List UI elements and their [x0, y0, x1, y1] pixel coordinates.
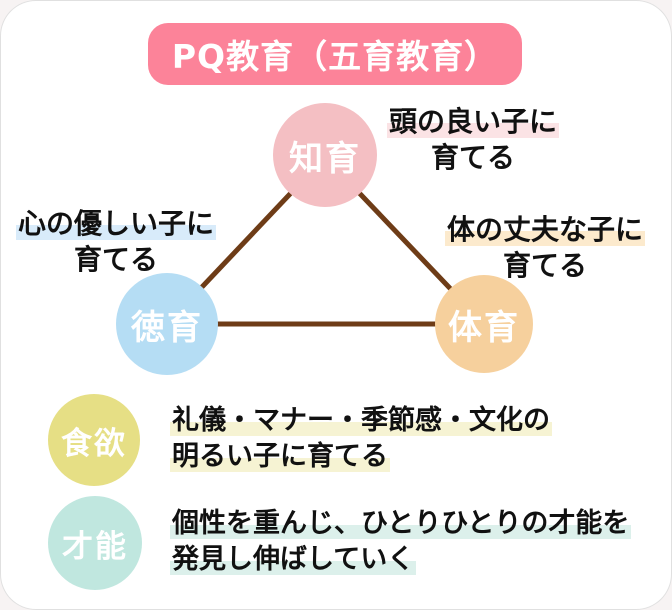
desc-tokuiku: 心の優しい子に 育てる: [10, 206, 222, 278]
desc-chiiku: 頭の良い子に 育てる: [368, 104, 578, 176]
desc-shokuyoku: 礼儀・マナー・季節感・文化の 明るい子に育てる: [170, 403, 640, 475]
desc-taiiku-line2: 育てる: [502, 249, 587, 282]
desc-shokuyoku-line2: 明るい子に育てる: [170, 441, 390, 472]
title-badge: PQ教育（五育教育）: [148, 23, 522, 85]
desc-chiiku-line2: 育てる: [430, 141, 515, 174]
node-taiiku: 体育: [435, 275, 533, 373]
page-title: PQ教育（五育教育）: [171, 37, 499, 76]
node-shokuyoku-label: 食欲: [61, 425, 127, 462]
desc-sainou-line2: 発見し伸ばしていく: [170, 544, 417, 575]
desc-shokuyoku-line1: 礼儀・マナー・季節感・文化の: [170, 405, 552, 436]
node-chiiku: 知育: [273, 103, 377, 207]
node-shokuyoku: 食欲: [48, 394, 140, 486]
node-tokuiku-label: 徳育: [131, 307, 203, 348]
desc-chiiku-line1: 頭の良い子に: [386, 105, 559, 138]
desc-sainou-line1: 個性を重んじ、ひとりひとりの才能を: [170, 508, 632, 539]
node-chiiku-label: 知育: [289, 138, 361, 179]
desc-tokuiku-line2: 育てる: [73, 243, 158, 276]
desc-sainou: 個性を重んじ、ひとりひとりの才能を 発見し伸ばしていく: [170, 506, 660, 578]
node-sainou: 才能: [48, 496, 142, 590]
node-taiiku-label: 体育: [448, 307, 520, 348]
node-sainou-label: 才能: [62, 528, 128, 565]
desc-taiiku: 体の丈夫な子に 育てる: [440, 212, 650, 284]
desc-taiiku-line1: 体の丈夫な子に: [444, 213, 645, 246]
desc-tokuiku-line1: 心の優しい子に: [15, 207, 216, 240]
node-tokuiku: 徳育: [116, 273, 218, 375]
